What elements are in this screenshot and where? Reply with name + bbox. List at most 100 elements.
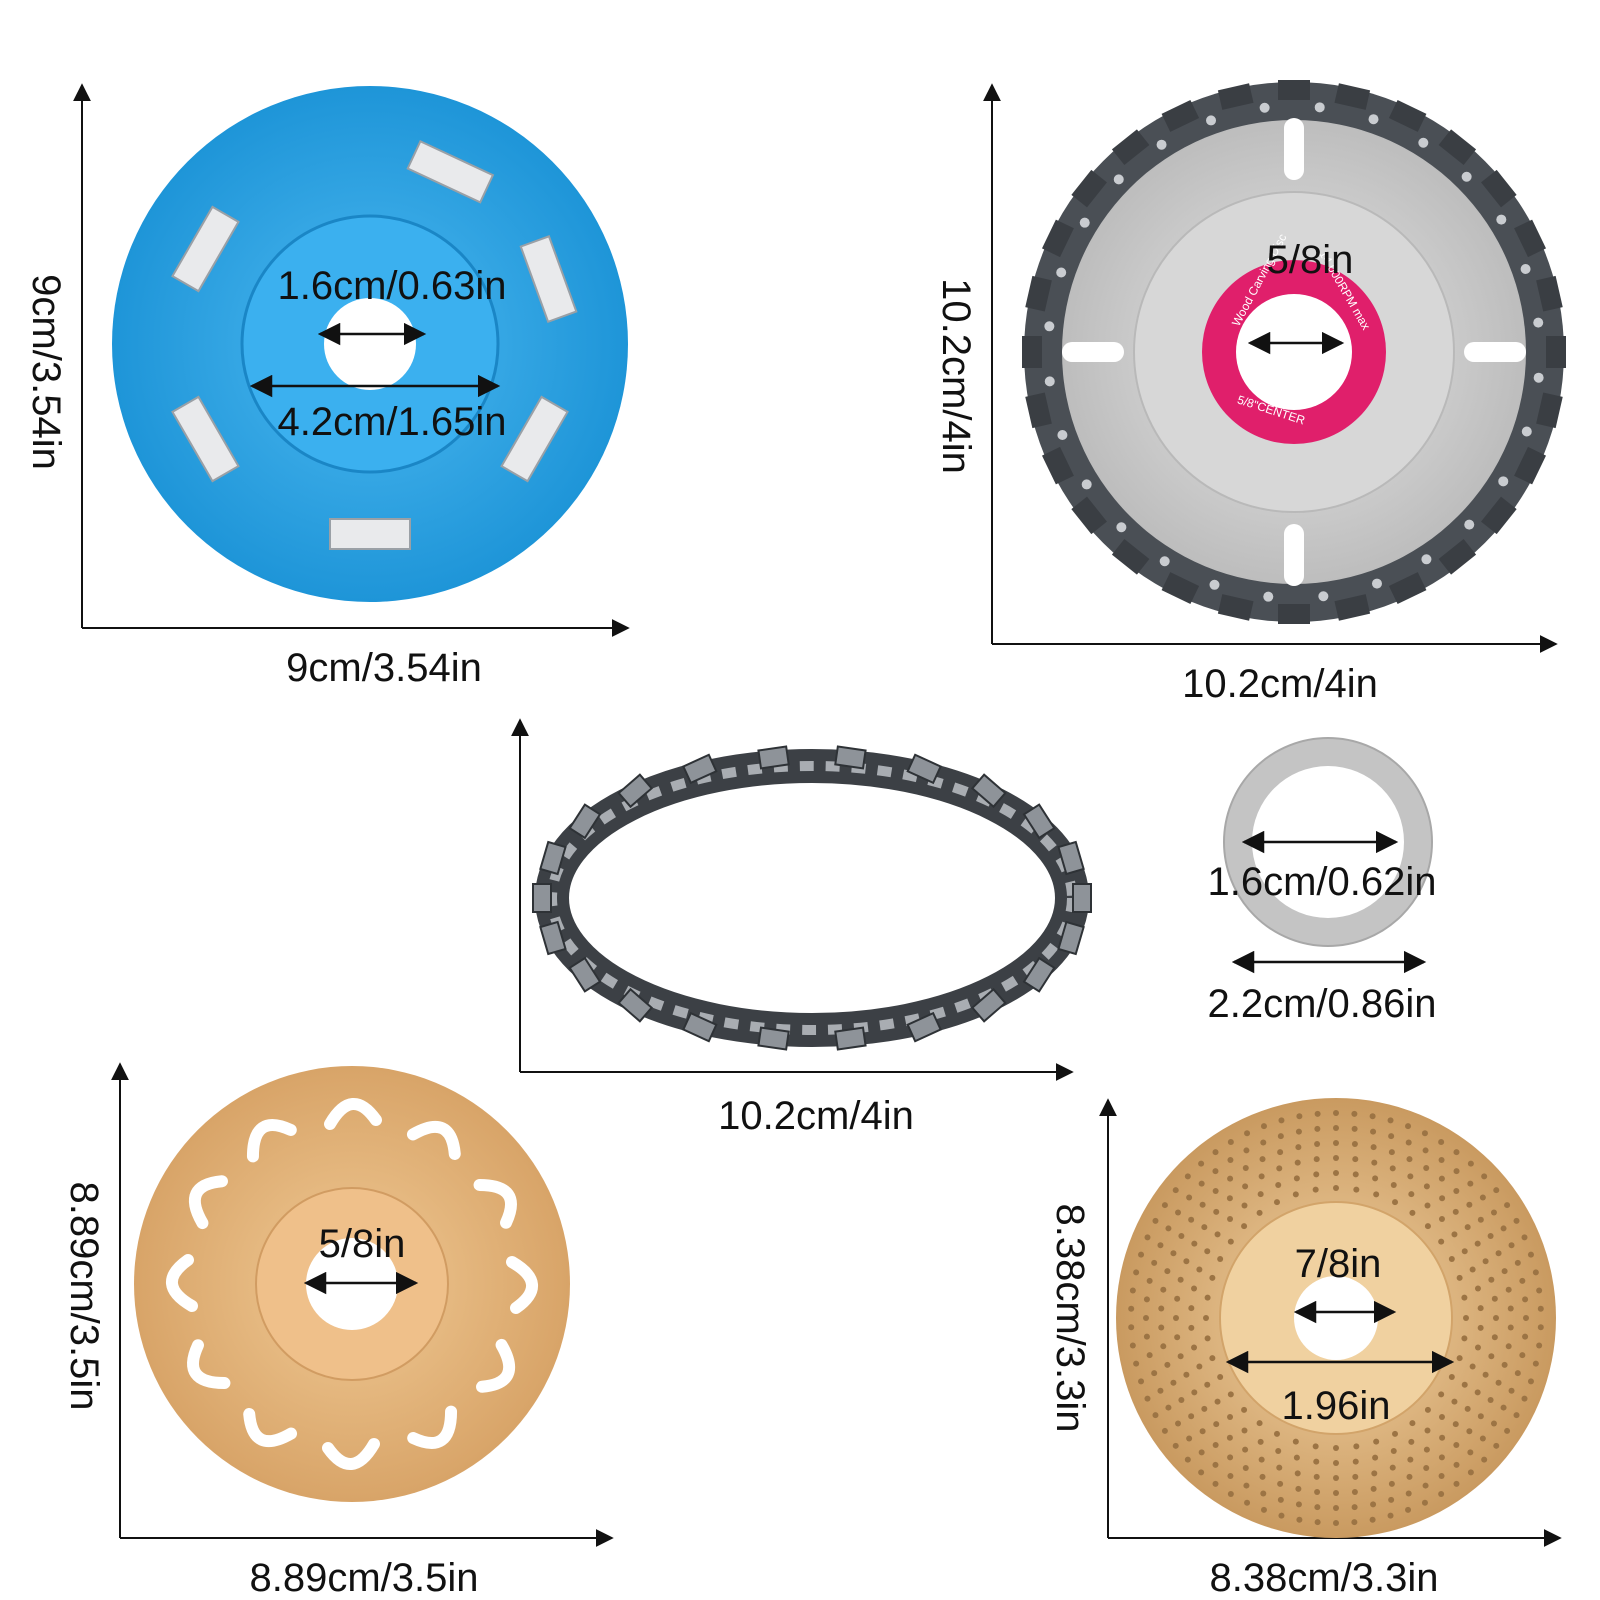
rasp-tooth xyxy=(1389,1464,1396,1471)
chain-width-label: 10.2cm/4in xyxy=(718,1094,914,1138)
rasp-tooth xyxy=(1392,1199,1399,1206)
rasp-tooth xyxy=(1241,1223,1248,1230)
rasp-tooth xyxy=(1312,1443,1319,1450)
rasp-tooth xyxy=(1422,1147,1429,1154)
rasp-tooth xyxy=(1133,1360,1140,1367)
rasp-tooth xyxy=(1424,1427,1431,1434)
saw-tooth xyxy=(1278,80,1310,100)
rasp-tooth xyxy=(1466,1201,1473,1208)
rasp-tooth xyxy=(1226,1195,1233,1202)
rasp-tooth xyxy=(1243,1147,1250,1154)
rasp-tooth xyxy=(1392,1430,1399,1437)
rasp-tooth xyxy=(1160,1343,1167,1350)
rasp-tooth xyxy=(1191,1344,1198,1351)
rasp-tooth xyxy=(1477,1413,1484,1420)
rasp-tooth xyxy=(1260,1139,1267,1146)
rasp-tooth xyxy=(1333,1475,1339,1481)
chain-cutter xyxy=(1022,956,1056,993)
chain-rivet xyxy=(1209,579,1220,590)
reducer-washer xyxy=(1223,737,1433,974)
rasp-tooth xyxy=(1277,1133,1284,1140)
rasp-tooth xyxy=(1296,1113,1303,1120)
rasp-tooth xyxy=(1201,1224,1208,1231)
tooth-slot xyxy=(406,1120,461,1160)
chain-rivet xyxy=(1263,591,1274,602)
rasp-tooth xyxy=(1209,1355,1216,1362)
chain-rivet xyxy=(1206,115,1217,126)
rasp-tooth xyxy=(1481,1173,1488,1180)
rasp-tooth xyxy=(1196,1363,1203,1370)
rasp-tooth xyxy=(1513,1412,1520,1419)
saw-tooth xyxy=(1161,572,1200,605)
rasp-tooth xyxy=(1493,1442,1500,1449)
rasp-tooth xyxy=(1196,1266,1203,1273)
rasp-tooth xyxy=(1227,1391,1234,1398)
rasp-tooth xyxy=(1438,1139,1445,1146)
rasp-tooth xyxy=(1351,1504,1358,1511)
carbide-blade xyxy=(171,395,240,483)
rasp-tooth xyxy=(1390,1182,1397,1189)
rasp-tooth xyxy=(1128,1305,1135,1312)
rasp-tooth xyxy=(1474,1344,1481,1351)
chain-cutter xyxy=(1072,883,1092,913)
rasp-tooth xyxy=(1217,1374,1224,1381)
rasp-tooth xyxy=(1371,1159,1378,1166)
rasp-tooth xyxy=(1242,1165,1249,1172)
rasp-tooth xyxy=(1352,1458,1359,1465)
rasp-tooth xyxy=(1482,1258,1489,1265)
chain-rivet xyxy=(1044,376,1055,387)
rasp-tooth xyxy=(1333,1170,1339,1176)
rasp-tooth xyxy=(1186,1435,1193,1442)
chain-rivet xyxy=(1116,522,1127,533)
washer-outer-label: 2.2cm/0.86in xyxy=(1207,982,1437,1026)
rasp-tooth xyxy=(1161,1427,1168,1434)
rasp-tooth xyxy=(1438,1238,1445,1245)
rasp-tooth xyxy=(1390,1447,1397,1454)
rasp-tooth xyxy=(1495,1250,1502,1257)
rasp-tooth xyxy=(1157,1242,1164,1249)
rasp-tooth xyxy=(1138,1251,1145,1258)
rasp-tooth xyxy=(1464,1224,1471,1231)
rasp-disc-bore xyxy=(1294,1276,1378,1360)
rasp-tooth xyxy=(1493,1315,1499,1321)
rasp-tooth xyxy=(1453,1187,1460,1194)
rasp-tooth xyxy=(1351,1141,1358,1148)
rasp-tooth xyxy=(1490,1420,1497,1427)
chain-cutter xyxy=(1057,920,1085,956)
rasp-tooth xyxy=(1183,1258,1190,1265)
chain-rivet xyxy=(1079,217,1090,228)
rasp-tooth xyxy=(1463,1315,1469,1321)
rasp-tooth xyxy=(1351,1519,1358,1526)
gold-disc-teeth xyxy=(166,1098,538,1470)
rasp-tooth xyxy=(1146,1277,1153,1284)
rasp-tooth xyxy=(1227,1238,1234,1245)
chain-disc-bore xyxy=(1236,294,1352,410)
rasp-tooth xyxy=(1514,1259,1521,1266)
rasp-tooth xyxy=(1482,1371,1489,1378)
rasp-tooth xyxy=(1439,1434,1446,1441)
rasp-tooth xyxy=(1174,1334,1181,1341)
chain-cutter xyxy=(757,745,790,770)
rasp-tooth xyxy=(1242,1446,1249,1453)
rasp-tooth xyxy=(1514,1370,1521,1377)
saw-tooth xyxy=(1481,496,1517,535)
rasp-tooth xyxy=(1333,1140,1339,1146)
rasp-tooth xyxy=(1313,1473,1320,1480)
chain-rivet xyxy=(1421,554,1432,565)
rasp-tooth xyxy=(1188,1324,1195,1331)
tooth-slot xyxy=(188,1175,228,1230)
rasp-tooth xyxy=(1143,1315,1149,1321)
rasp-tooth xyxy=(1198,1449,1205,1456)
rasp-tooth xyxy=(1452,1421,1459,1428)
rasp-tooth xyxy=(1453,1461,1460,1468)
rasp-tooth xyxy=(1389,1165,1396,1172)
rasp-tooth xyxy=(1388,1133,1395,1140)
tooth-slot xyxy=(166,1254,198,1312)
rasp-tooth xyxy=(1536,1342,1543,1349)
saw-tooth xyxy=(1041,446,1074,485)
saw-tooth xyxy=(1278,604,1310,624)
rasp-tooth xyxy=(1488,1276,1495,1283)
rasp-tooth xyxy=(1128,1324,1135,1331)
rasp-tooth xyxy=(1203,1315,1209,1321)
rasp-tooth xyxy=(1143,1333,1150,1340)
